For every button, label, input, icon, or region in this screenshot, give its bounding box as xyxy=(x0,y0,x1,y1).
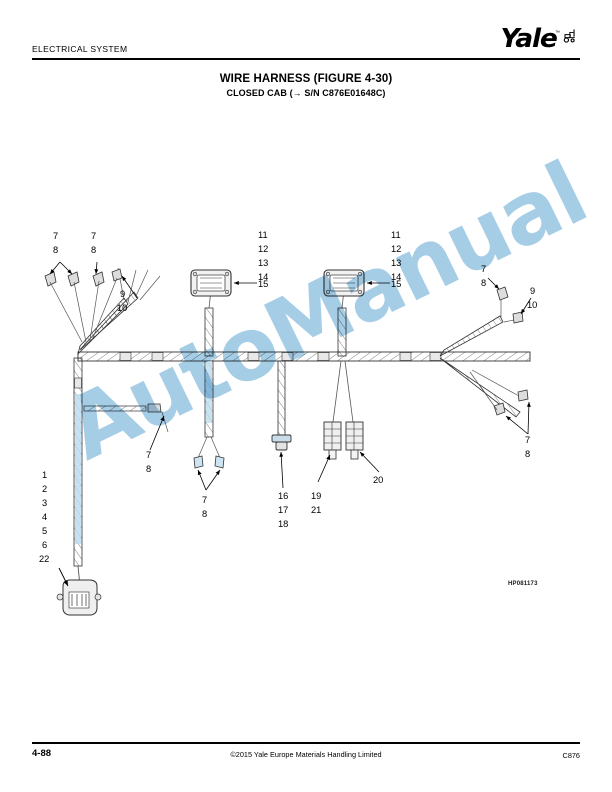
callout-19: 19 xyxy=(311,491,321,501)
callout-9: 9 xyxy=(120,289,125,299)
callout-8: 8 xyxy=(53,245,58,255)
callout-7: 7 xyxy=(202,495,207,505)
callout-8: 8 xyxy=(202,509,207,519)
callout-18: 18 xyxy=(278,519,288,529)
trademark-symbol: ™ xyxy=(555,30,560,36)
callout-10: 10 xyxy=(527,300,537,310)
callout-17: 17 xyxy=(278,505,288,515)
callout-20: 20 xyxy=(373,475,383,485)
callout-13: 13 xyxy=(258,258,268,268)
callout-22: 22 xyxy=(39,554,49,564)
page-title: WIRE HARNESS (FIGURE 4-30) xyxy=(219,73,393,85)
callout-11: 11 xyxy=(391,230,401,240)
page-header: ELECTRICAL SYSTEM Yale ™ xyxy=(0,0,612,70)
left-vertical-drop xyxy=(56,357,169,616)
callout-7: 7 xyxy=(91,231,96,241)
callout-6: 6 xyxy=(42,540,47,550)
callout-8: 8 xyxy=(91,245,96,255)
callout-14: 14 xyxy=(391,272,401,282)
callout-7: 7 xyxy=(525,435,530,445)
callout-15: 15 xyxy=(258,279,268,289)
callout-21: 21 xyxy=(311,505,321,515)
center-left-branch xyxy=(190,269,257,491)
callout-13: 13 xyxy=(391,258,401,268)
callout-5: 5 xyxy=(42,526,47,536)
callout-2: 2 xyxy=(42,484,47,494)
footer-divider xyxy=(32,742,580,745)
callout-7: 7 xyxy=(146,450,151,460)
callout-16: 16 xyxy=(278,491,288,501)
callout-8: 8 xyxy=(481,278,486,288)
page-subtitle: CLOSED CAB (→ S/N C876E01648C) xyxy=(226,88,386,98)
terminal-block-right xyxy=(345,421,364,460)
callout-labels: 7 8 7 8 9 10 11 12 13 14 15 11 12 13 14 … xyxy=(39,230,537,564)
callout-12: 12 xyxy=(391,244,401,254)
callout-15: 15 xyxy=(391,279,401,289)
callout-7: 7 xyxy=(53,231,58,241)
callout-10: 10 xyxy=(117,303,127,313)
title-block: WIRE HARNESS (FIGURE 4-30) CLOSED CAB (→… xyxy=(0,72,612,100)
grommet-branch xyxy=(271,360,292,489)
harness-diagram: 7 8 7 8 9 10 11 12 13 14 15 11 12 13 14 … xyxy=(39,230,537,616)
round-connector xyxy=(56,579,102,616)
callout-8: 8 xyxy=(146,464,151,474)
callout-9: 9 xyxy=(530,286,535,296)
section-label: ELECTRICAL SYSTEM xyxy=(32,44,128,54)
drawing-reference-code: HP081173 xyxy=(508,581,538,587)
left-branch-cluster xyxy=(44,261,161,356)
yale-wordmark: Yale xyxy=(500,24,557,54)
main-trunk xyxy=(77,351,531,362)
callout-8: 8 xyxy=(525,449,530,459)
header-divider xyxy=(32,58,580,61)
callout-7: 7 xyxy=(481,264,486,274)
grommet xyxy=(271,434,292,451)
callout-3: 3 xyxy=(42,498,47,508)
terminal-blocks xyxy=(317,421,380,483)
callout-4: 4 xyxy=(42,512,47,522)
yale-logo: Yale ™ xyxy=(500,24,580,54)
callout-1: 1 xyxy=(42,470,47,480)
footer-copyright: ©2015 Yale Europe Materials Handling Lim… xyxy=(230,750,382,759)
center-right-branch xyxy=(323,269,390,423)
rect-connector-left xyxy=(190,269,232,297)
harness-geometry xyxy=(44,261,532,616)
forklift-icon xyxy=(562,28,579,50)
wire-harness-figure: 7 8 7 8 9 10 11 12 13 14 15 11 12 13 14 … xyxy=(0,150,612,620)
footer-model-code: C876 xyxy=(562,751,580,760)
right-branch-cluster xyxy=(439,277,532,435)
callout-14: 14 xyxy=(258,272,268,282)
terminal-block-left xyxy=(323,421,342,460)
footer-page-number: 4-88 xyxy=(32,748,52,759)
callout-11: 11 xyxy=(258,230,268,240)
rect-connector-right xyxy=(323,269,365,297)
callout-12: 12 xyxy=(258,244,268,254)
